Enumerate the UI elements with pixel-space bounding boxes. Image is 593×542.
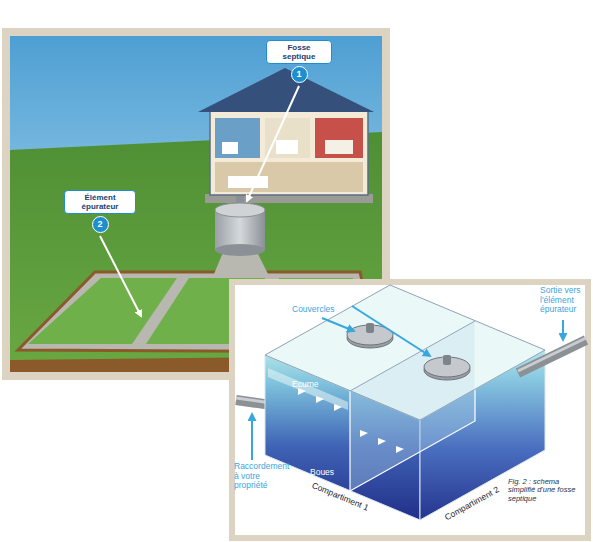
callout-node: Fosse septique 1: [266, 40, 332, 83]
tank-top: [265, 285, 545, 420]
leader-line: [100, 236, 141, 316]
outlet-pipe: [518, 338, 586, 371]
figure-caption: Fig. 2 : schema simplifié d'une fosse se…: [508, 478, 586, 503]
lid-handle: [366, 323, 374, 333]
partition-edge: [350, 321, 475, 391]
septic-tank: [215, 203, 265, 217]
room: [215, 118, 260, 158]
part-label: Raccordement à votre propriété: [234, 462, 292, 491]
callout-number: 2: [92, 216, 109, 233]
layer-label: Boues: [310, 468, 350, 478]
septic-tank: [215, 244, 265, 256]
callout-number: 1: [291, 66, 308, 83]
callout-arrow: [562, 320, 564, 340]
callout-arrow: [322, 318, 354, 331]
fixture: [222, 142, 238, 154]
callout-title: Fosse septique: [266, 40, 332, 64]
house-wall: [210, 110, 368, 195]
part-label: Sortie vers l'élément épurateur: [540, 286, 588, 315]
fixture: [276, 140, 298, 154]
callout-node: Élément épurateur 2: [64, 190, 136, 233]
callout-arrow: [352, 306, 430, 356]
flow-arrows: [298, 388, 404, 453]
layer-label: Ecume: [292, 380, 332, 390]
scum-layer: [268, 368, 348, 410]
room: [265, 118, 310, 158]
roof: [198, 68, 374, 112]
panel-frame: [232, 282, 588, 538]
room: [315, 118, 363, 158]
fixture: [325, 140, 353, 154]
outlet-pipe: [518, 340, 586, 373]
callout-title: Élément épurateur: [64, 190, 136, 214]
fixture: [228, 176, 268, 188]
part-label: Couvercles: [292, 305, 352, 315]
room: [215, 162, 363, 192]
callout-arrow: [251, 414, 253, 460]
leader-line: [247, 86, 299, 201]
lid-handle: [443, 355, 451, 365]
